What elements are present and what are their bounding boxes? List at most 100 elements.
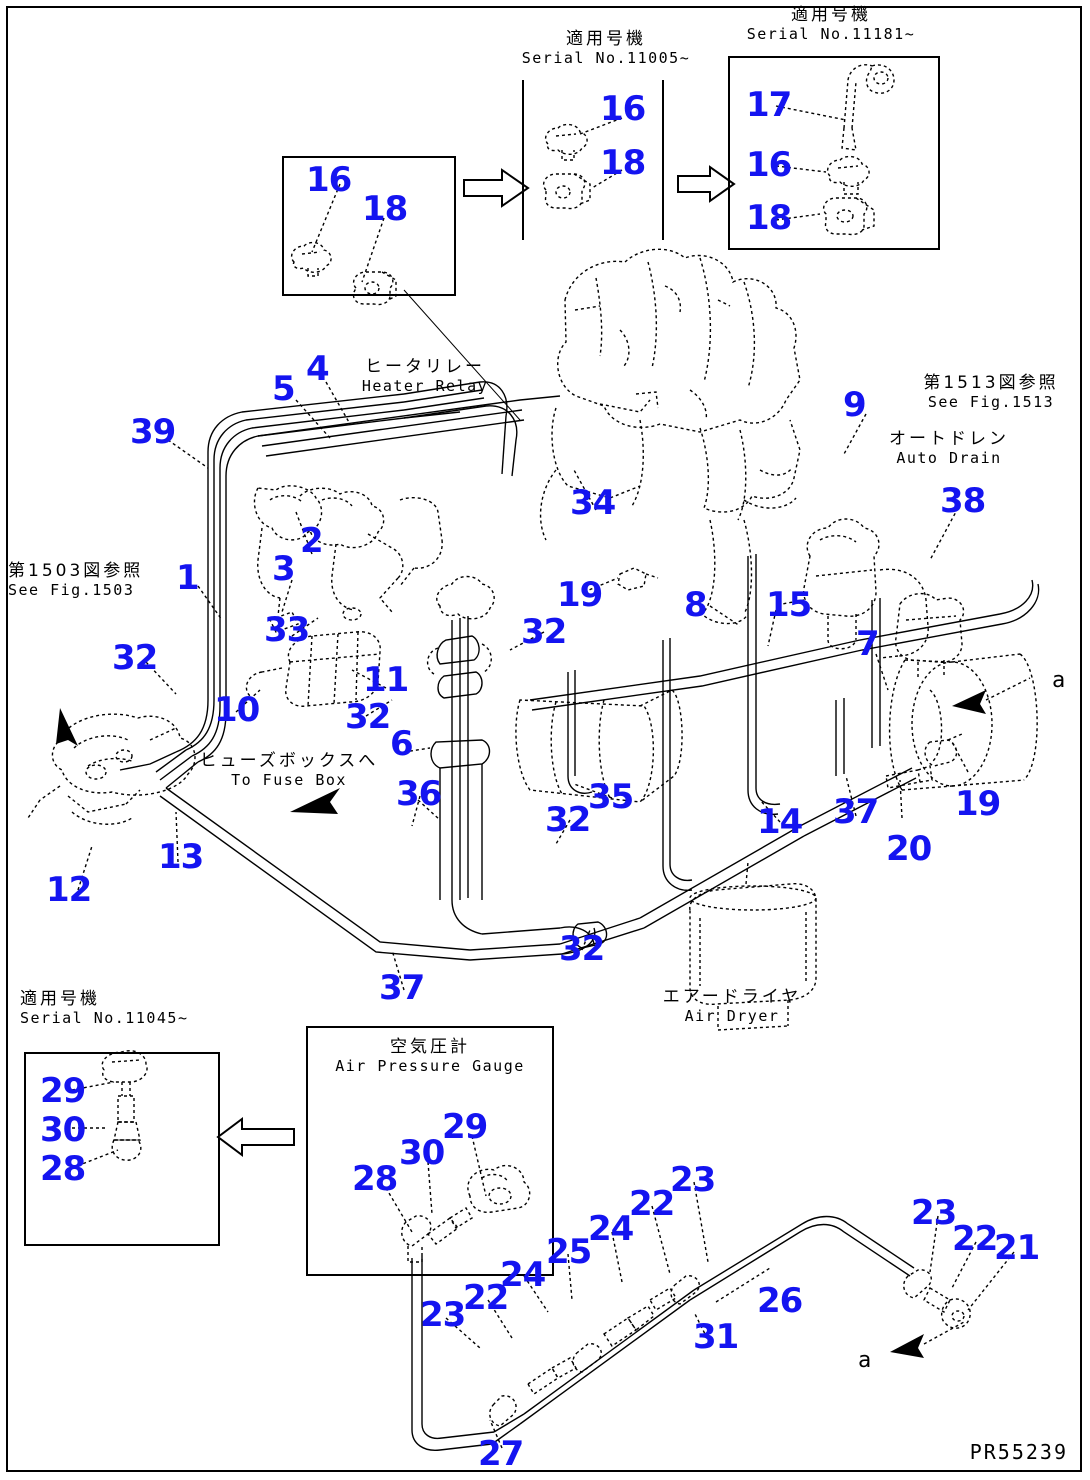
callout-28: 28 [352,1159,398,1199]
auto-drain-caption: オートドレン Auto Drain [866,429,1032,467]
see-fig-1513-en: See Fig.1513 [927,392,1055,411]
serial-11005-left-rule [522,80,524,240]
callout-34: 34 [570,483,616,523]
callout-32: 32 [345,697,391,737]
callout-16: 16 [306,160,352,200]
sheet-border [6,6,1082,1472]
callout-27: 27 [478,1434,524,1474]
serial-11181-jp: 適用号機 [791,5,871,25]
callout-6: 6 [390,724,414,764]
callout-22: 22 [629,1184,675,1224]
to-fuse-box-en: To Fuse Box [231,770,347,789]
see-fig-1513-jp: 第1513図参照 [923,373,1059,393]
serial-11045-jp: 適用号機 [20,989,100,1009]
section-mark-a-right: a [1052,668,1067,693]
see-fig-1503-en: See Fig.1503 [8,580,135,599]
callout-3: 3 [272,549,296,589]
serial-11005-caption: 適用号機 Serial No.11005~ [486,29,726,67]
callout-30: 30 [399,1133,445,1173]
callout-29: 29 [40,1071,86,1111]
drawing-number: PR55239 [969,1440,1068,1464]
heater-relay-caption: ヒータリレー Heater Relay [332,357,518,395]
callout-35: 35 [588,777,634,817]
callout-10: 10 [214,690,260,730]
to-fuse-box-caption: ヒューズボックスへ To Fuse Box [196,751,382,789]
callout-26: 26 [757,1281,803,1321]
callout-30: 30 [40,1110,86,1150]
to-fuse-box-jp: ヒューズボックスへ [199,751,379,771]
section-mark-a-bottom: a [858,1348,873,1373]
inset-box-top-left [282,156,456,296]
serial-11045-caption: 適用号機 Serial No.11045~ [20,989,189,1027]
callout-25: 25 [546,1232,592,1272]
callout-20: 20 [886,829,932,869]
callout-21: 21 [994,1228,1040,1268]
callout-18: 18 [746,198,792,238]
callout-23: 23 [911,1193,957,1233]
callout-18: 18 [600,143,646,183]
callout-8: 8 [684,585,708,625]
serial-11005-right-rule [662,80,664,240]
callout-11: 11 [363,660,409,700]
see-fig-1513-caption: 第1513図参照 See Fig.1513 [896,373,1086,411]
callout-9: 9 [843,385,867,425]
callout-19: 19 [955,784,1001,824]
callout-16: 16 [600,89,646,129]
callout-2: 2 [300,521,324,561]
callout-4: 4 [306,349,330,389]
callout-29: 29 [442,1107,488,1147]
callout-1: 1 [176,558,200,598]
callout-37: 37 [379,968,425,1008]
callout-24: 24 [588,1209,634,1249]
callout-23: 23 [420,1295,466,1335]
callout-38: 38 [940,481,986,521]
callout-32: 32 [112,638,158,678]
callout-13: 13 [158,837,204,877]
callout-15: 15 [766,585,812,625]
air-pressure-gauge-caption: 空気圧計 Air Pressure Gauge [306,1037,554,1075]
callout-23: 23 [670,1160,716,1200]
auto-drain-jp: オートドレン [889,429,1009,449]
see-fig-1503-jp: 第1503図参照 [8,561,144,581]
callout-22: 22 [952,1219,998,1259]
inset-box-serial-11045 [24,1052,220,1246]
open-arrow-1 [463,168,530,208]
inset-box-serial-11181 [728,56,940,250]
callout-22: 22 [463,1278,509,1318]
callout-14: 14 [757,802,803,842]
callout-36: 36 [396,774,442,814]
callout-7: 7 [856,624,880,664]
inset-box-air-pressure-gauge [306,1026,554,1276]
air-pressure-gauge-en: Air Pressure Gauge [335,1056,525,1075]
serial-11005-jp: 適用号機 [566,29,646,49]
heater-relay-jp: ヒータリレー [365,357,485,377]
callout-33: 33 [264,610,310,650]
callout-12: 12 [46,870,92,910]
auto-drain-en: Auto Drain [896,448,1002,467]
air-dryer-jp: エアードライヤ [662,987,802,1007]
callout-32: 32 [521,612,567,652]
air-dryer-caption: エアードライヤ Air Dryer [642,987,822,1025]
serial-11181-en: Serial No.11181~ [746,24,916,43]
callout-16: 16 [746,145,792,185]
callout-37: 37 [833,792,879,832]
callout-31: 31 [693,1317,739,1357]
air-dryer-en: Air Dryer [684,1006,780,1025]
callout-28: 28 [40,1149,86,1189]
open-arrow-2 [677,165,736,203]
callout-32: 32 [545,800,591,840]
callout-17: 17 [746,85,792,125]
air-pressure-gauge-jp: 空気圧計 [390,1037,470,1057]
see-fig-1503-caption: 第1503図参照 See Fig.1503 [8,561,144,599]
serial-11005-en: Serial No.11005~ [521,48,691,67]
serial-11045-en: Serial No.11045~ [20,1008,189,1027]
callout-5: 5 [272,369,296,409]
open-arrow-3 [216,1117,295,1157]
serial-11181-caption: 適用号機 Serial No.11181~ [716,5,946,43]
callout-19: 19 [557,575,603,615]
heater-relay-en: Heater Relay [361,376,489,395]
callout-18: 18 [362,189,408,229]
callout-39: 39 [130,412,176,452]
callout-24: 24 [500,1255,546,1295]
